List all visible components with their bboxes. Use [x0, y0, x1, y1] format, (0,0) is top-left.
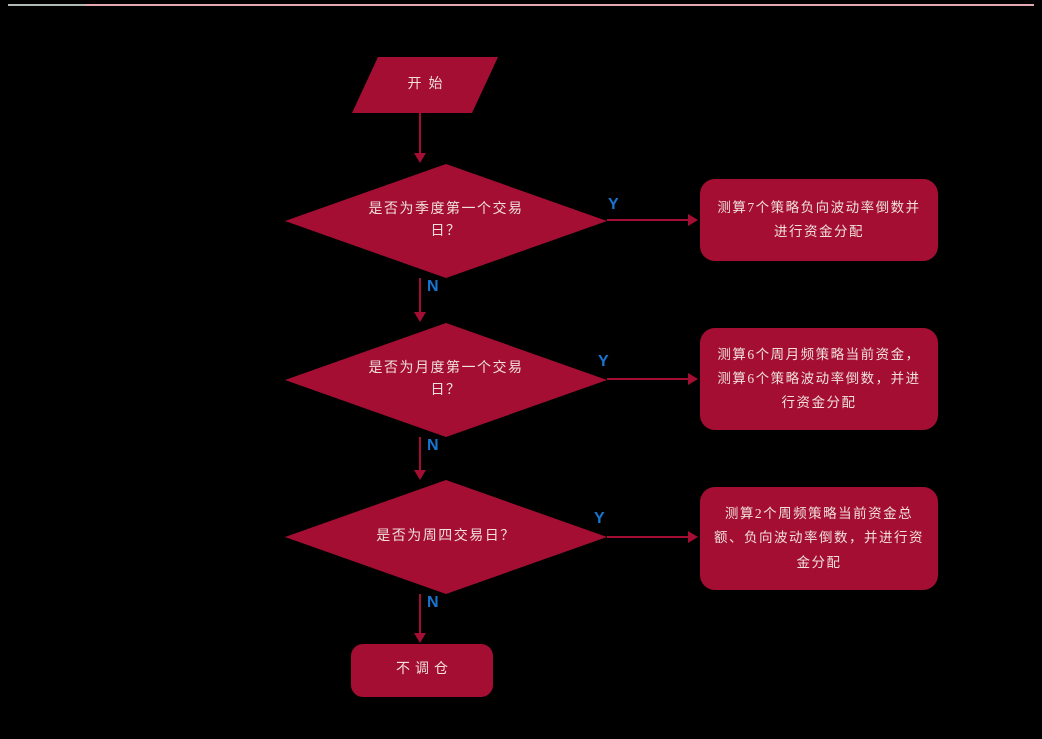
decision-month-first-trading-day: 是否为月度第一个交易日？	[285, 323, 607, 437]
decision-quarter-first-trading-day: 是否为季度第一个交易日？	[285, 164, 607, 278]
edge-decision3-to-end	[419, 594, 421, 634]
no-edge-label: N	[427, 594, 439, 611]
edge-decision3-to-action3	[607, 536, 689, 538]
decision-label: 是否为月度第一个交易日？	[368, 360, 524, 398]
action-label: 测算2个周频策略当前资金总额、负向波动率倒数，并进行资金分配	[714, 506, 924, 570]
yes-edge-label: Y	[608, 196, 619, 213]
action-monthly-allocation: 测算6个周月频策略当前资金，测算6个策略波动率倒数，并进行资金分配	[700, 328, 938, 430]
decision-label: 是否为季度第一个交易日？	[368, 201, 524, 239]
decision-thursday-trading-day: 是否为周四交易日？	[285, 480, 607, 594]
start-node-label: 开始	[407, 76, 450, 92]
arrowhead-right-icon	[688, 214, 698, 226]
no-edge-label: N	[427, 437, 439, 454]
edge-decision1-to-decision2	[419, 278, 421, 313]
yes-edge-label: Y	[598, 353, 609, 370]
arrowhead-down-icon	[414, 633, 426, 643]
arrowhead-down-icon	[414, 312, 426, 322]
arrowhead-down-icon	[414, 470, 426, 480]
edge-decision2-to-action2	[607, 378, 689, 380]
no-edge-label: N	[427, 278, 439, 295]
end-node-no-rebalance: 不调仓	[351, 644, 493, 697]
action-quarterly-allocation: 测算7个策略负向波动率倒数并进行资金分配	[700, 179, 938, 261]
arrowhead-right-icon	[688, 373, 698, 385]
edge-decision2-to-decision3	[419, 437, 421, 471]
edge-decision1-to-action1	[607, 219, 689, 221]
action-weekly-allocation: 测算2个周频策略当前资金总额、负向波动率倒数，并进行资金分配	[700, 487, 938, 590]
edge-start-to-decision1	[419, 113, 421, 154]
start-node: 开始	[352, 57, 498, 113]
action-label: 测算6个周月频策略当前资金，测算6个策略波动率倒数，并进行资金分配	[717, 346, 921, 411]
arrowhead-down-icon	[414, 153, 426, 163]
header-rule-left-segment	[8, 4, 85, 6]
header-rule-right-segment	[85, 4, 1034, 6]
yes-edge-label: Y	[594, 510, 605, 527]
arrowhead-right-icon	[688, 531, 698, 543]
decision-label: 是否为周四交易日？	[376, 528, 516, 544]
action-label: 测算7个策略负向波动率倒数并进行资金分配	[717, 199, 921, 239]
end-node-label: 不调仓	[396, 662, 453, 678]
